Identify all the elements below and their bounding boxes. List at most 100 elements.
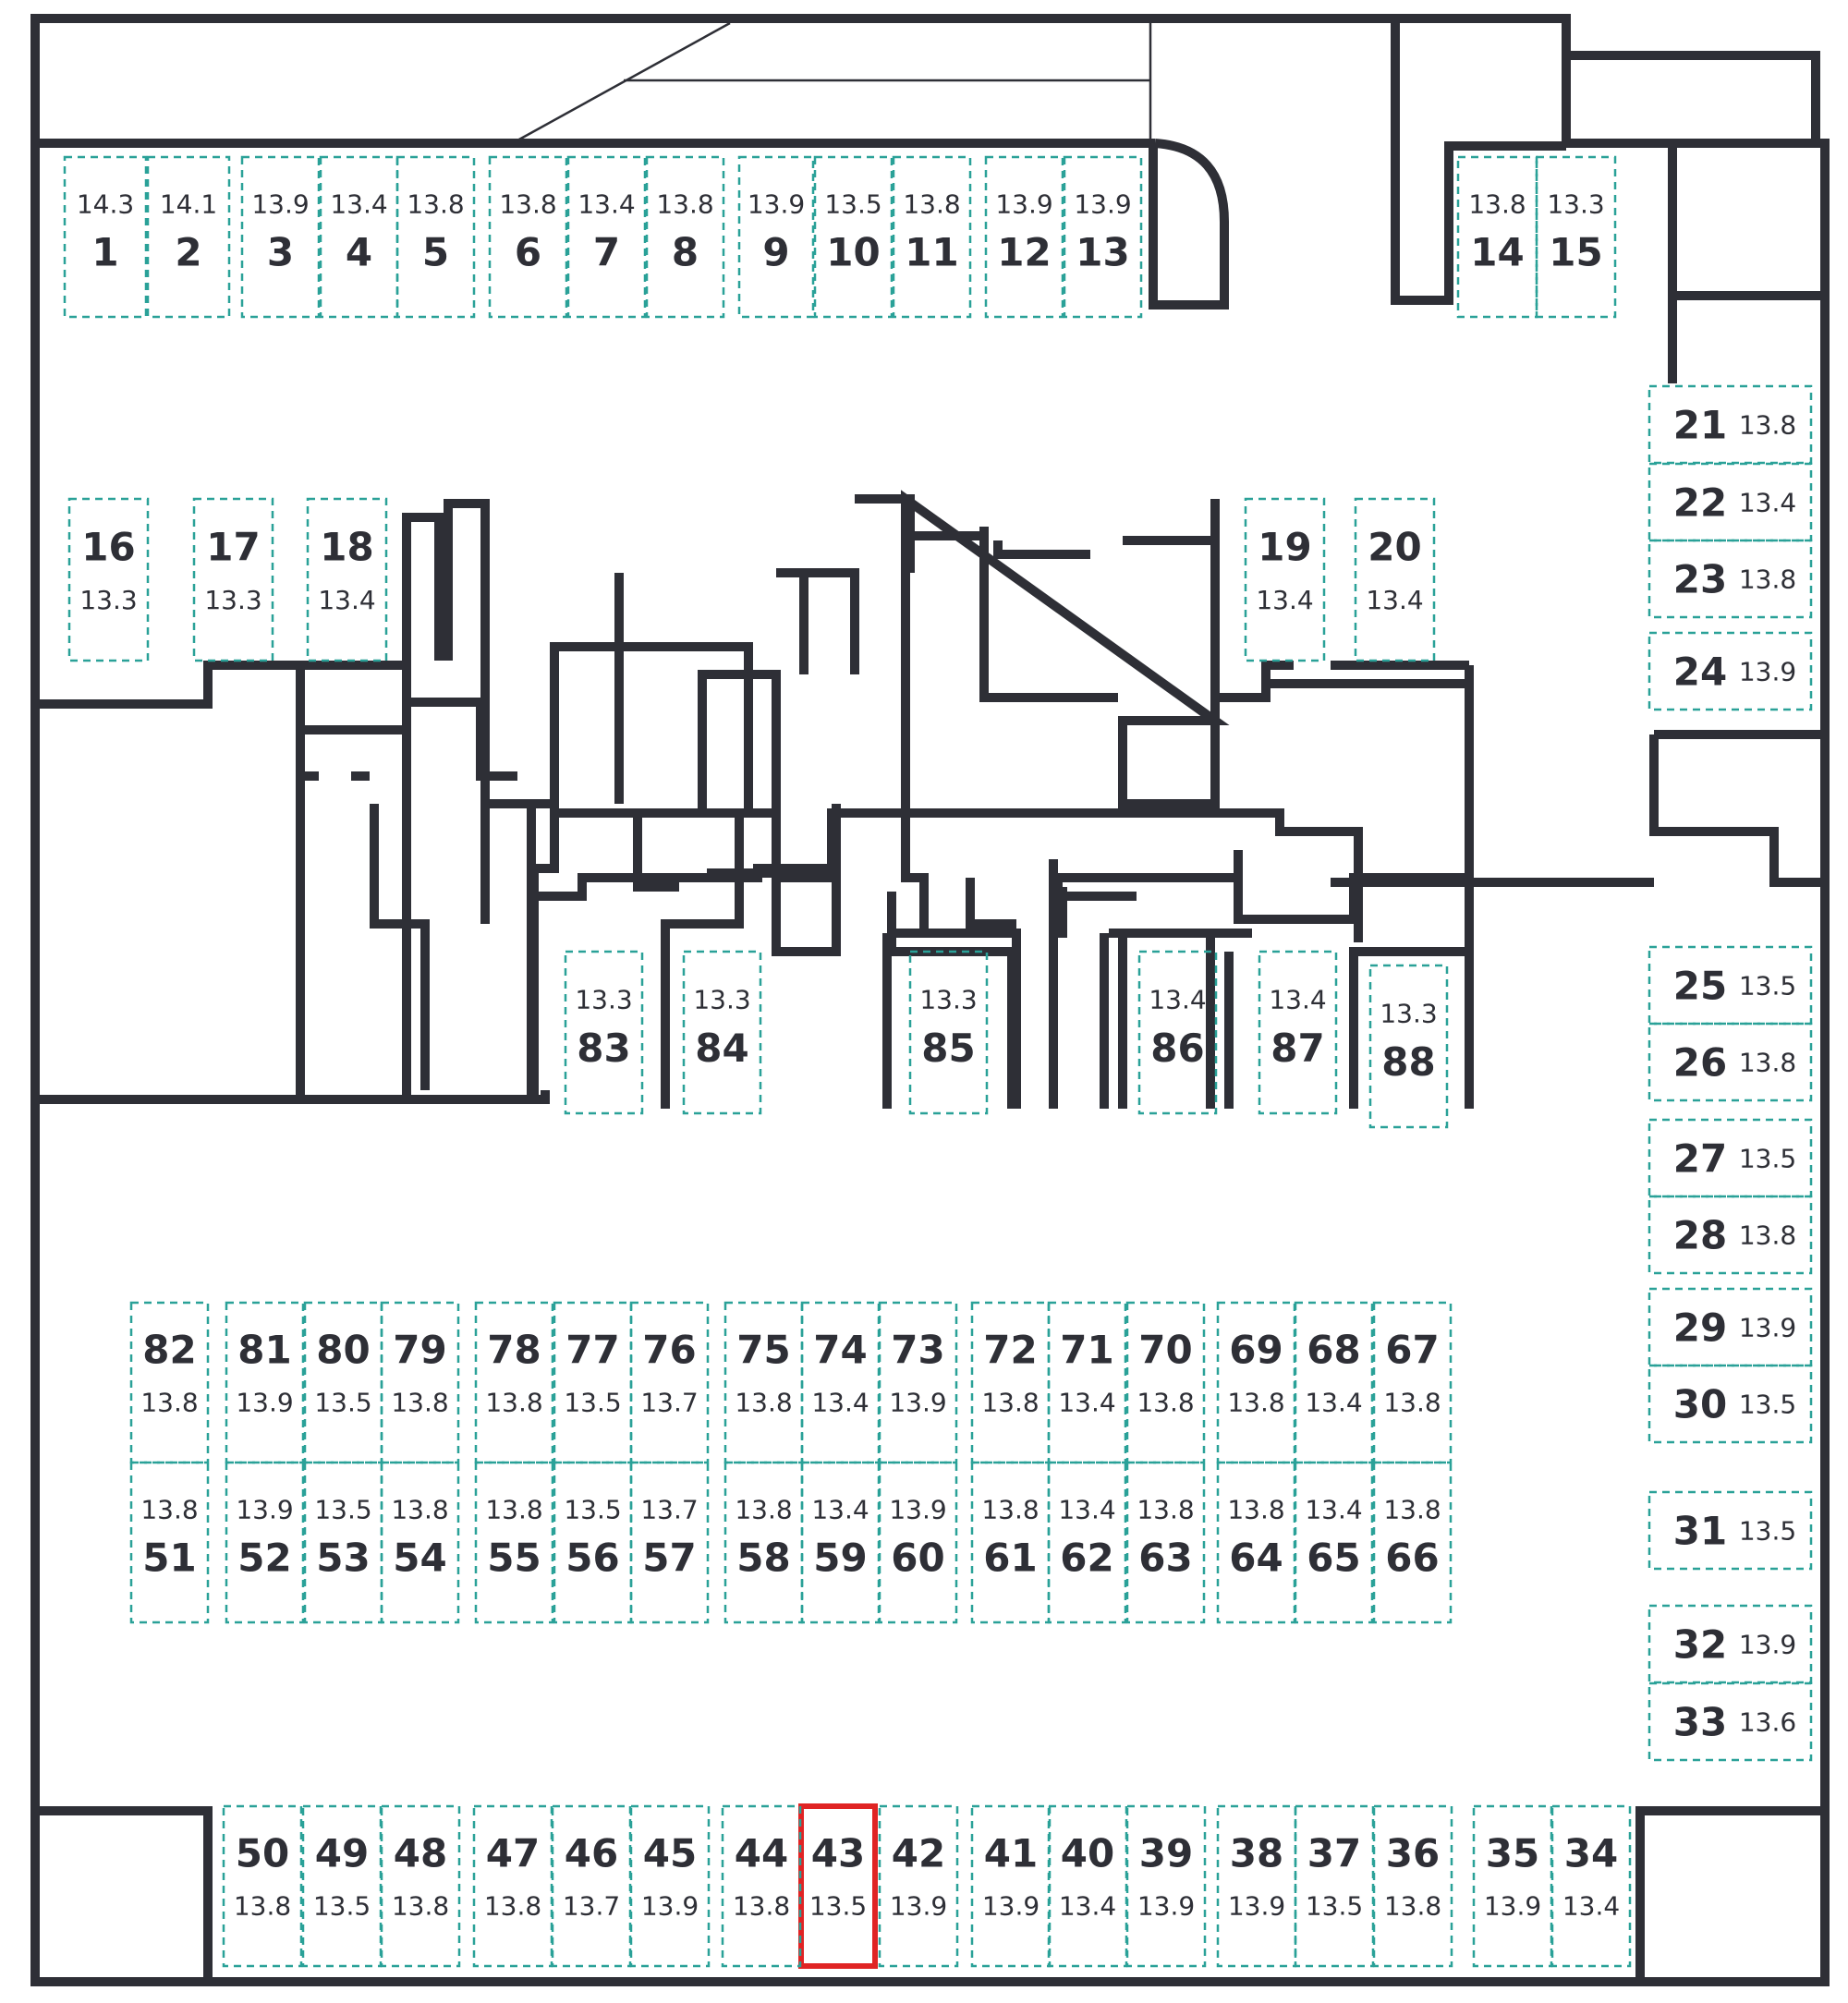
parking-spot-number: 33	[1673, 1700, 1727, 1745]
parking-spot-6[interactable]: 613.8	[488, 155, 568, 319]
parking-spot-3[interactable]: 313.9	[240, 155, 321, 319]
parking-spot-2[interactable]: 214.1	[146, 155, 231, 319]
parking-spot-number: 28	[1673, 1213, 1727, 1258]
parking-spot-number: 67	[1385, 1328, 1439, 1373]
parking-spot-7[interactable]: 713.4	[566, 155, 647, 319]
parking-spot-number: 78	[487, 1328, 541, 1373]
parking-spot-1[interactable]: 114.3	[63, 155, 148, 319]
parking-spot-area: 13.9	[236, 1388, 293, 1418]
parking-spot-4[interactable]: 413.4	[319, 155, 399, 319]
parking-spot-number: 65	[1307, 1536, 1360, 1581]
parking-spot-area: 13.4	[811, 1495, 869, 1525]
parking-spot-8[interactable]: 813.8	[645, 155, 725, 319]
parking-spot-area: 13.5	[313, 1891, 371, 1922]
parking-spot-area: 13.8	[1227, 1495, 1284, 1525]
parking-spot-5[interactable]: 513.8	[395, 155, 476, 319]
parking-spot-9[interactable]: 913.9	[737, 155, 815, 319]
parking-spot-number: 22	[1673, 480, 1727, 526]
parking-spot-outline	[303, 1301, 383, 1464]
parking-spot-number: 36	[1386, 1831, 1440, 1876]
